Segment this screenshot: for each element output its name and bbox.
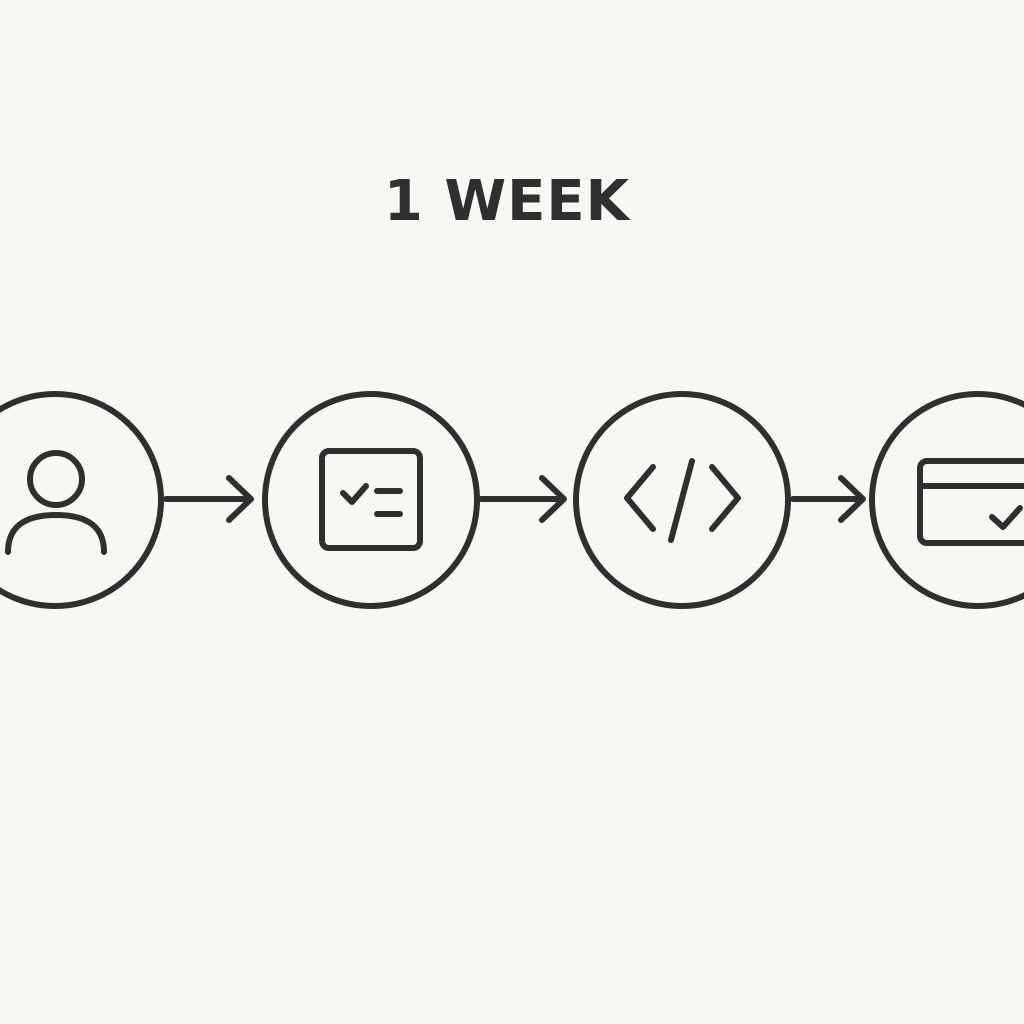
user-icon: [5, 450, 107, 555]
step-checklist: [262, 391, 480, 609]
arrow-right-icon: [478, 475, 567, 523]
step-circle: [262, 391, 480, 609]
checklist-icon: [319, 448, 423, 551]
step-browser-check: [869, 391, 1024, 609]
diagram-title: 1 WEEK: [383, 169, 631, 234]
browser-window-check-icon: [917, 458, 1024, 546]
step-circle: [573, 391, 791, 609]
step-code: [573, 391, 791, 609]
arrow-right-icon: [163, 475, 254, 523]
code-icon: [624, 458, 741, 543]
arrow-right-icon: [790, 475, 866, 523]
step-circle: [0, 391, 164, 609]
step-circle: [869, 391, 1024, 609]
step-user: [0, 391, 164, 609]
